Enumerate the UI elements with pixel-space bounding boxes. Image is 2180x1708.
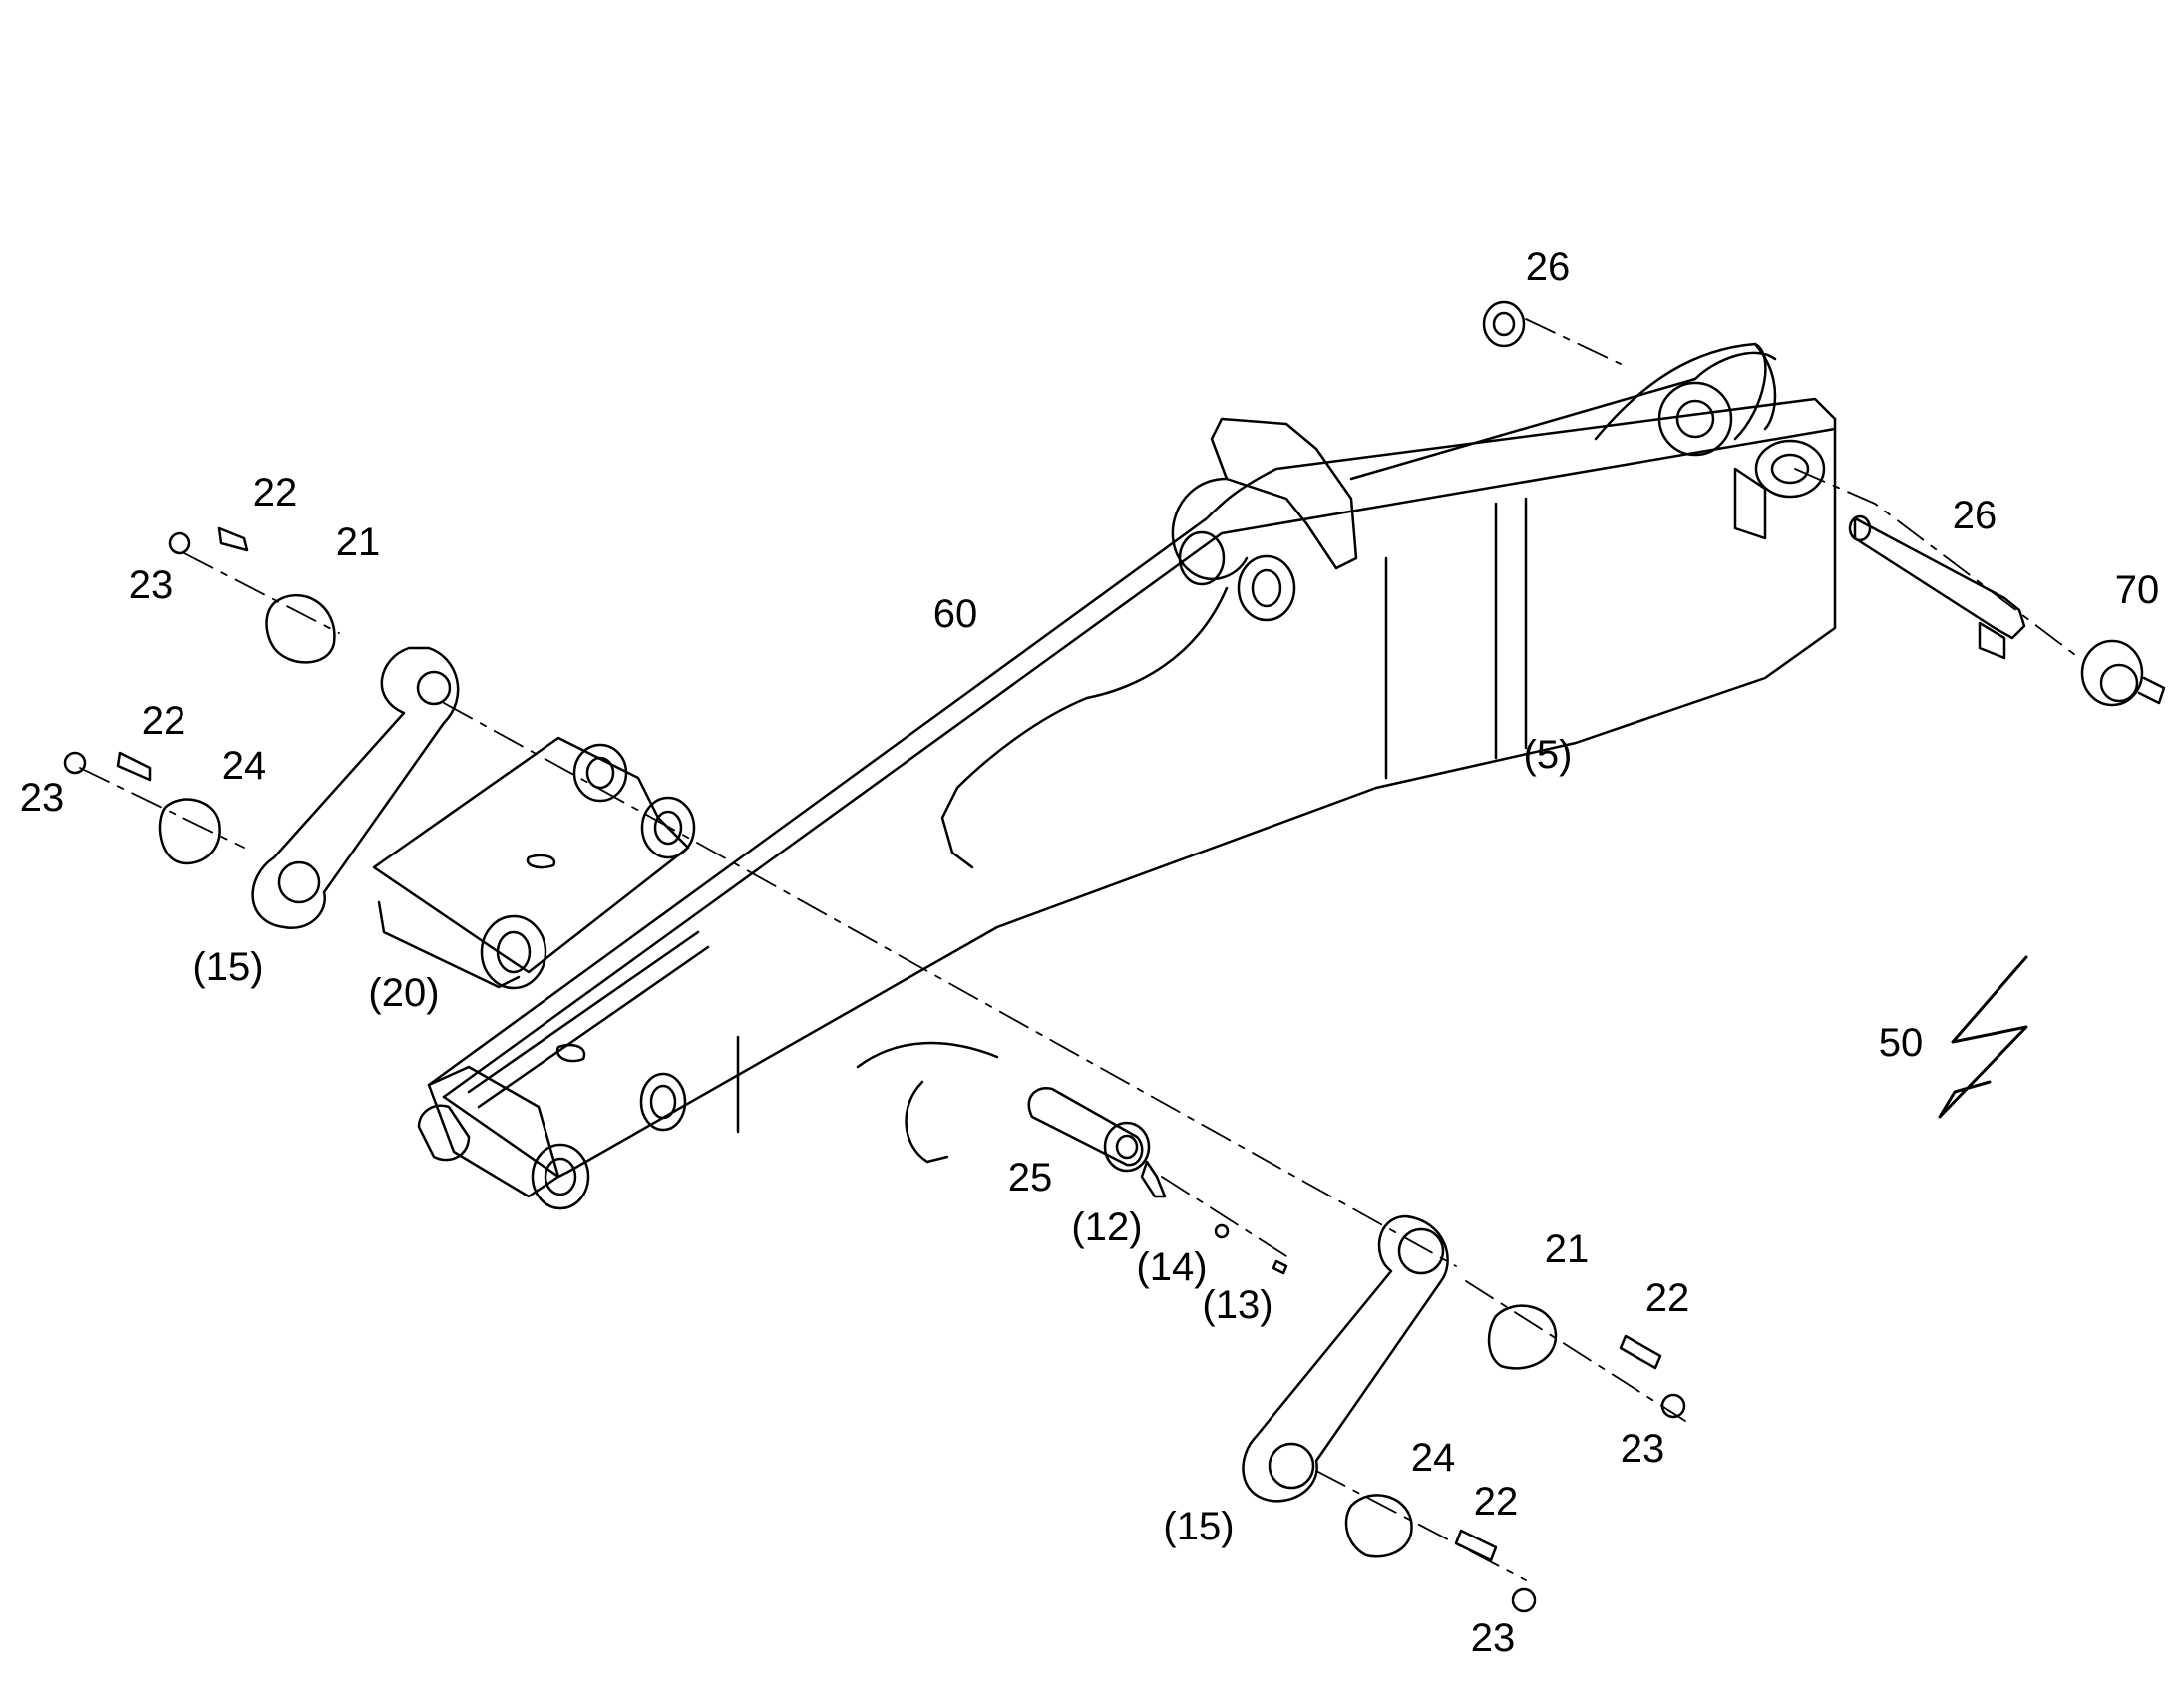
callout-13: (13) <box>1202 1283 1273 1327</box>
hose-line <box>940 586 1229 869</box>
callout-60: 60 <box>932 592 978 636</box>
callout-25: 25 <box>1007 1156 1053 1199</box>
callout-14: (14) <box>1136 1245 1208 1289</box>
callout-22-lower-left: 22 <box>141 699 186 743</box>
callout-23-upper-right: 23 <box>1620 1427 1665 1471</box>
centerline-left-plate <box>183 552 340 634</box>
centerline-right-plate <box>1465 1280 1686 1422</box>
centerline-pin25 <box>1161 1176 1287 1257</box>
pin-25-group <box>1027 1086 1288 1275</box>
left-hardware <box>63 526 336 865</box>
sensor-component <box>2080 639 2166 707</box>
hose-line-lower <box>905 1080 949 1164</box>
callout-23-lower-left: 23 <box>19 776 65 820</box>
centerline-pin <box>1794 468 2080 659</box>
link-arm-right <box>1242 1214 1449 1503</box>
callout-22-lower-right: 22 <box>1473 1480 1519 1524</box>
link-arm-left <box>251 646 460 930</box>
callout-23-lower-right: 23 <box>1470 1616 1516 1660</box>
callout-15-right: (15) <box>1163 1505 1235 1548</box>
centerline-left-plate-2 <box>79 767 245 849</box>
callout-21-upper-left: 21 <box>335 520 381 564</box>
boom-body <box>427 397 1837 1179</box>
callout-50: 50 <box>1878 1021 1924 1065</box>
callout-12: (12) <box>1071 1205 1143 1249</box>
bushing-top <box>1482 300 1526 348</box>
callout-21-right: 21 <box>1544 1227 1590 1271</box>
centerline-right-plate-2 <box>1315 1470 1527 1581</box>
boom-head <box>417 930 710 1210</box>
callout-26-bushing: 26 <box>1525 245 1571 289</box>
callout-24-right: 24 <box>1410 1436 1456 1480</box>
centerline-main <box>443 702 1457 1267</box>
centerline-top <box>1525 318 1622 365</box>
callout-23-upper-left: 23 <box>128 563 174 607</box>
callout-24-left: 24 <box>221 744 267 788</box>
callout-22-upper-left: 22 <box>252 471 298 514</box>
pin-right <box>1848 514 2026 660</box>
lightning-bolt-icon <box>1938 955 2028 1119</box>
callout-5: (5) <box>1523 733 1573 777</box>
mounting-bracket <box>372 736 696 990</box>
callout-15-left: (15) <box>192 945 264 989</box>
callout-26-pin: 26 <box>1952 494 1998 537</box>
boom-upper-yoke <box>1171 342 1826 622</box>
callout-20: (20) <box>368 971 440 1015</box>
callout-22-upper-right: 22 <box>1644 1276 1690 1320</box>
callout-70: 70 <box>2114 568 2160 612</box>
right-hardware <box>1344 1304 1686 1613</box>
